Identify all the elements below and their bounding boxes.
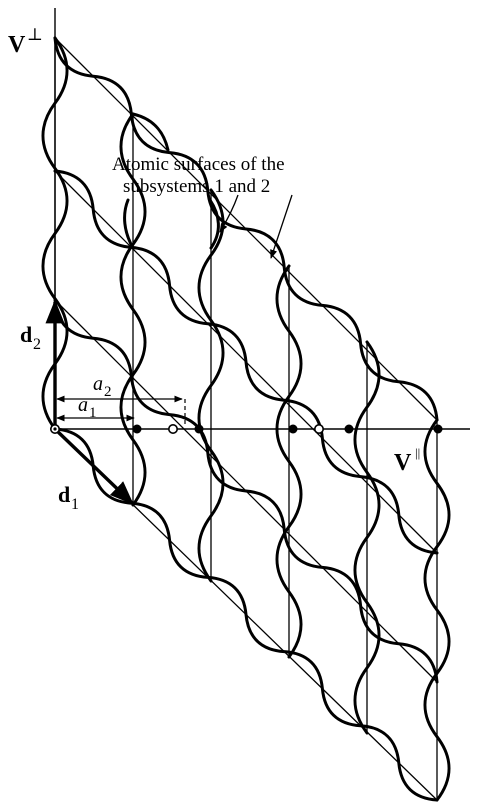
atomic-surface-diagonal [53, 36, 439, 422]
atomic-surface-hook [208, 198, 220, 250]
open-point [313, 423, 324, 434]
a1-subscript: 1 [89, 405, 97, 421]
atomic-surfaces [41, 36, 451, 802]
v-parallel-superscript: || [415, 445, 420, 460]
annotation-pointers [219, 194, 293, 259]
a2-subscript: 2 [104, 384, 112, 400]
d1-vector [53, 427, 134, 505]
atomic-surface-vertical [353, 340, 381, 735]
filled-point [132, 424, 142, 434]
filled-point [344, 424, 354, 434]
filled-point [194, 424, 204, 434]
lattice-grid [54, 37, 438, 801]
v-perp-label: V [8, 32, 26, 58]
filled-point [433, 424, 443, 434]
a2-label: a [93, 373, 103, 395]
d1-label: d [58, 482, 70, 507]
origin-point-center [53, 427, 57, 431]
filled-point [288, 424, 298, 434]
atomic-surface-diagonal [53, 298, 439, 684]
atomic-surface-vertical [423, 418, 451, 802]
a1-label: a [78, 394, 88, 416]
d1-subscript: 1 [71, 496, 79, 513]
open-point [168, 423, 179, 434]
annotation-line-1: Atomic surfaces of the [112, 154, 285, 175]
pointer-to-surface-2 [270, 194, 293, 259]
atomic-surface-vertical [275, 264, 303, 659]
atomic-surface-vertical [119, 112, 147, 507]
d2-subscript: 2 [33, 336, 41, 353]
atomic-surface-hook [131, 112, 170, 152]
v-parallel-label: V [394, 450, 412, 476]
v-perp-superscript: ⊥ [27, 25, 43, 44]
annotation-line-2: subsystems 1 and 2 [123, 176, 270, 197]
d2-label: d [20, 322, 32, 347]
atomic-surface-diagonal [53, 169, 439, 555]
atomic-surface-hook [123, 198, 135, 250]
axis-points [49, 423, 443, 434]
pointer-to-surface-1 [219, 194, 239, 233]
atomic-surface-vertical [197, 188, 225, 583]
